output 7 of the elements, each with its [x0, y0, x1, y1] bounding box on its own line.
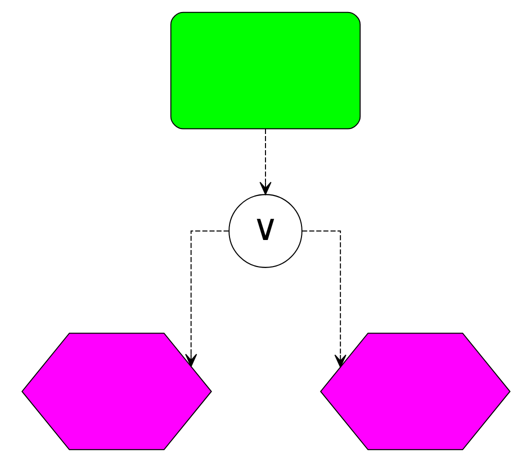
node-box [170, 12, 361, 130]
node-circle: ∨ [228, 194, 302, 268]
arrow [260, 128, 272, 195]
arrow [185, 230, 229, 367]
node-hexagon [21, 332, 212, 450]
node-hexagon [320, 332, 511, 450]
arrow [302, 230, 346, 368]
